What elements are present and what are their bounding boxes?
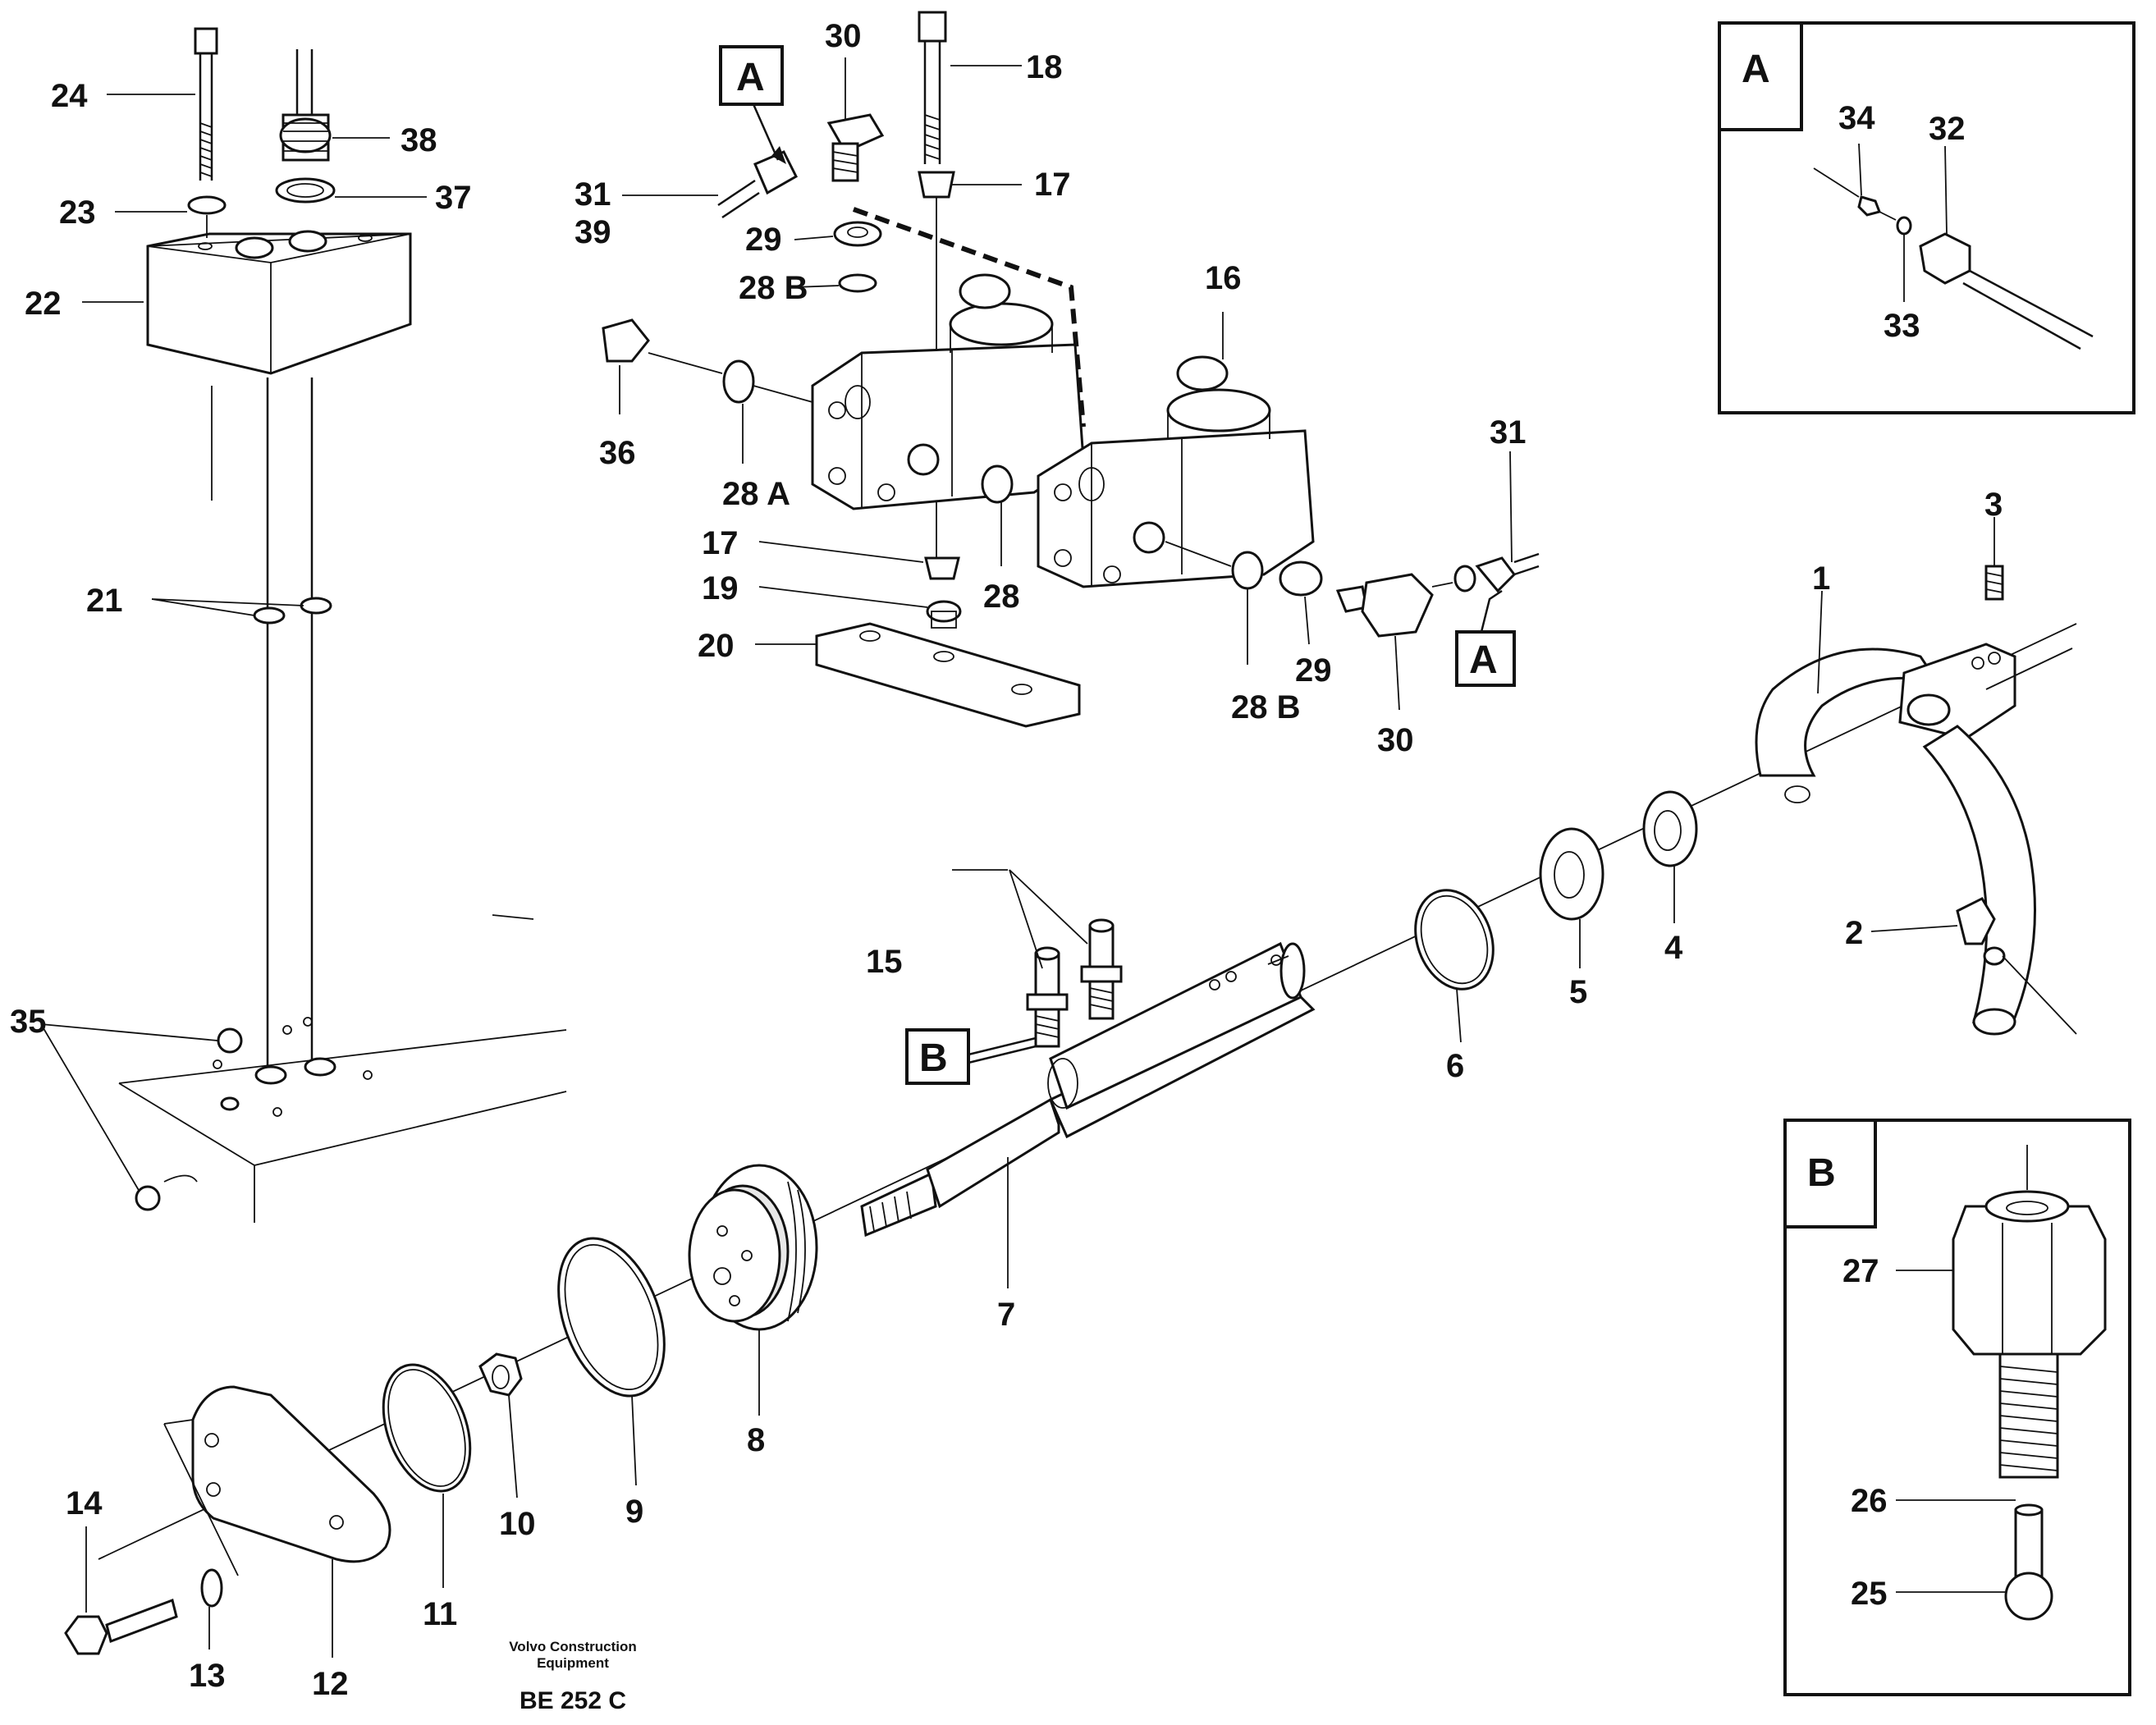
label-4: 4 <box>1664 930 1683 966</box>
callout-b: B <box>919 1036 948 1080</box>
footer-drawing-code: BE 252 C <box>520 1687 626 1714</box>
label-30-right: 30 <box>1377 722 1414 758</box>
label-6: 6 <box>1446 1048 1464 1084</box>
label-28a: 28 A <box>722 476 790 512</box>
label-19: 19 <box>702 570 739 606</box>
label-28b-right: 28 B <box>1231 689 1301 725</box>
footer: Volvo Construction Equipment BE 252 C <box>509 1639 637 1714</box>
label-29-top: 29 <box>745 222 782 258</box>
label-5: 5 <box>1569 974 1587 1010</box>
inset-a-title: A <box>1742 48 1770 91</box>
label-23: 23 <box>59 194 96 231</box>
label-16: 16 <box>1205 260 1242 296</box>
leader-lines <box>40 57 2016 1658</box>
label-26: 26 <box>1851 1483 1888 1519</box>
label-31-right: 31 <box>1490 414 1527 451</box>
solenoid-valves-assembly <box>602 11 1540 728</box>
label-10: 10 <box>499 1506 536 1542</box>
callout-box-a-top <box>719 45 784 106</box>
callout-box-b <box>905 1028 970 1085</box>
label-17-lower: 17 <box>702 525 739 561</box>
label-33: 33 <box>1884 308 1920 344</box>
callout-a-right: A <box>1469 638 1498 682</box>
label-18: 18 <box>1026 49 1063 85</box>
label-21: 21 <box>86 583 123 619</box>
label-27: 27 <box>1842 1253 1879 1289</box>
callout-boxes: A A B <box>719 45 1516 1085</box>
label-14: 14 <box>66 1485 103 1521</box>
callout-a-top: A <box>736 56 765 99</box>
label-30-top: 30 <box>825 18 862 54</box>
label-28: 28 <box>983 579 1020 615</box>
label-39: 39 <box>574 214 611 250</box>
label-12: 12 <box>312 1666 349 1702</box>
label-35: 35 <box>10 1004 47 1040</box>
label-2: 2 <box>1845 915 1863 951</box>
label-25: 25 <box>1851 1576 1888 1612</box>
valve-block-assembly <box>118 27 567 1223</box>
label-17-top: 17 <box>1034 167 1071 203</box>
footer-maker-line2: Equipment <box>537 1655 609 1671</box>
part-number-labels: 24 23 22 38 37 21 35 30 18 17 31 39 29 2… <box>10 18 2003 1702</box>
label-11: 11 <box>423 1596 457 1632</box>
footer-maker-line1: Volvo Construction <box>509 1639 637 1654</box>
label-1: 1 <box>1812 561 1830 597</box>
inset-a: A <box>1718 21 2135 414</box>
label-3: 3 <box>1984 487 2003 523</box>
label-13: 13 <box>189 1658 226 1694</box>
label-32: 32 <box>1929 111 1966 147</box>
label-20: 20 <box>698 628 735 664</box>
label-31-top: 31 <box>574 176 611 213</box>
shift-fork <box>1755 565 2077 1036</box>
label-37: 37 <box>435 180 472 216</box>
label-7: 7 <box>997 1297 1015 1333</box>
inset-b-title: B <box>1807 1151 1836 1195</box>
label-34: 34 <box>1838 100 1875 136</box>
inset-b: B <box>1783 1119 2131 1696</box>
label-9: 9 <box>625 1494 643 1530</box>
label-36: 36 <box>599 435 636 471</box>
callout-box-a-right <box>1455 630 1516 687</box>
stud-pair <box>1026 918 1123 1048</box>
label-15: 15 <box>866 944 903 980</box>
label-22: 22 <box>25 286 62 322</box>
label-29-right: 29 <box>1295 652 1332 689</box>
label-8: 8 <box>747 1422 765 1458</box>
label-24: 24 <box>51 78 88 114</box>
label-28b-top: 28 B <box>739 270 808 306</box>
label-38: 38 <box>401 122 437 158</box>
shift-shaft-assembly <box>64 623 2077 1655</box>
